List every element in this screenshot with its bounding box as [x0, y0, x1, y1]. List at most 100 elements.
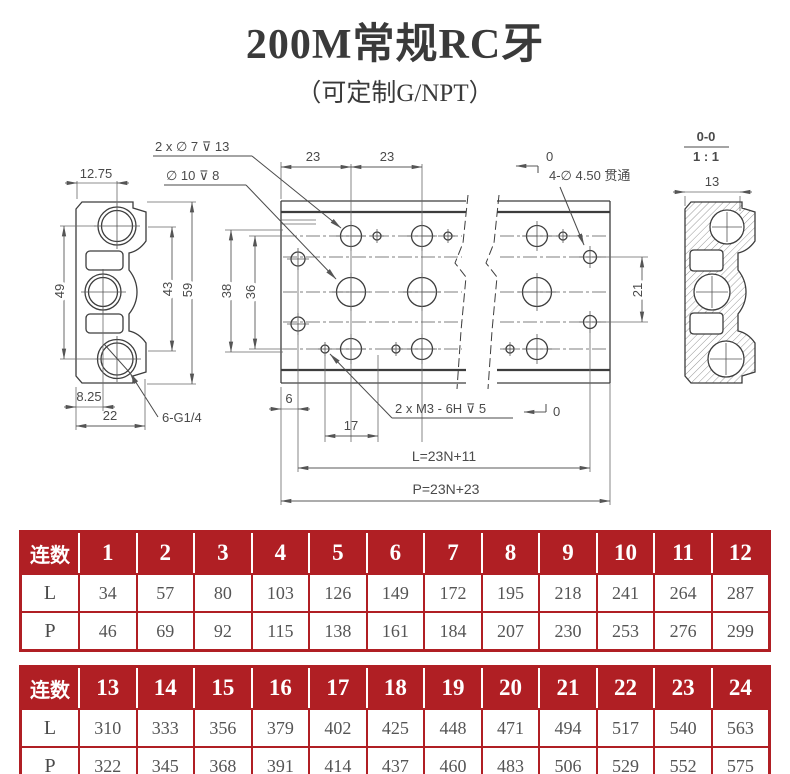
cell-value: 92 — [193, 611, 253, 652]
column-header: 12 — [710, 531, 771, 575]
dim-L-formula: L=23N+11 — [412, 448, 477, 464]
column-header: 2 — [135, 531, 196, 575]
technical-drawing: 12.75 49 43 59 8.25 22 6-G1/4 — [49, 129, 756, 505]
dim-13: 13 — [705, 174, 719, 189]
cell-value: 126 — [308, 573, 368, 613]
cell-value: 448 — [423, 708, 483, 748]
callout-through-hole: 4-∅ 4.50 贯通 — [549, 168, 630, 183]
column-header: 19 — [423, 666, 483, 710]
left-side-view — [75, 201, 159, 418]
column-header: 4 — [250, 531, 311, 575]
section-mark-top: 0 — [546, 149, 553, 164]
column-header: 21 — [538, 666, 598, 710]
row-label: P — [19, 746, 80, 774]
cell-value: 540 — [653, 708, 713, 748]
cell-value: 356 — [193, 708, 253, 748]
cell-value: 161 — [365, 611, 426, 652]
dim-21: 21 — [630, 283, 645, 297]
page-subtitle: （可定制G/NPT） — [296, 80, 494, 107]
section-view: 0-0 1 : 1 13 — [673, 129, 756, 384]
cell-value: 34 — [78, 573, 138, 613]
column-header: 22 — [595, 666, 656, 710]
cell-value: 471 — [480, 708, 541, 748]
plan-view-holes — [290, 224, 598, 361]
table-corner-header: 连数 — [19, 531, 80, 575]
cell-value: 345 — [135, 746, 196, 774]
column-header: 7 — [423, 531, 483, 575]
cell-value: 115 — [250, 611, 311, 652]
callout-m3-thread: 2 x M3 - 6H ⊽ 5 — [395, 401, 486, 416]
column-header: 8 — [480, 531, 541, 575]
cell-value: 253 — [595, 611, 656, 652]
cell-value: 80 — [193, 573, 253, 613]
column-header: 17 — [308, 666, 368, 710]
section-mark-bottom: 0 — [553, 404, 560, 419]
column-header: 10 — [595, 531, 656, 575]
column-header: 3 — [193, 531, 253, 575]
column-header: 9 — [538, 531, 598, 575]
cell-value: 276 — [653, 611, 713, 652]
cell-value: 483 — [480, 746, 541, 774]
column-header: 13 — [78, 666, 138, 710]
cell-value: 506 — [538, 746, 598, 774]
cell-value: 517 — [595, 708, 656, 748]
column-header: 20 — [480, 666, 541, 710]
cell-value: 103 — [250, 573, 311, 613]
row-label: P — [19, 611, 80, 652]
dim-38: 38 — [219, 284, 234, 298]
column-header: 6 — [365, 531, 426, 575]
dim-P-formula: P=23N+23 — [413, 481, 480, 497]
callout-port-d10: ∅ 10 ⊽ 8 — [166, 168, 219, 183]
cell-value: 195 — [480, 573, 541, 613]
dim-43: 43 — [160, 282, 175, 296]
dim-23-b: 23 — [380, 149, 394, 164]
cell-value: 460 — [423, 746, 483, 774]
dim-22: 22 — [103, 408, 117, 423]
cell-value: 57 — [135, 573, 196, 613]
cell-value: 172 — [423, 573, 483, 613]
dim-49: 49 — [52, 284, 67, 298]
dim-36: 36 — [243, 285, 258, 299]
column-header: 1 — [78, 531, 138, 575]
cell-value: 575 — [710, 746, 771, 774]
cell-value: 287 — [710, 573, 771, 613]
plan-view-dimensions: 23 23 38 36 21 6 17 L=23N+11 P=23N+23 — [216, 149, 648, 505]
dim-17: 17 — [344, 418, 358, 433]
cell-value: 563 — [710, 708, 771, 748]
page-title: 200M常规RC牙 — [245, 22, 545, 68]
column-header: 24 — [710, 666, 771, 710]
row-label: L — [19, 708, 80, 748]
column-header: 18 — [365, 666, 426, 710]
cell-value: 264 — [653, 573, 713, 613]
cell-value: 494 — [538, 708, 598, 748]
cell-value: 322 — [78, 746, 138, 774]
dim-59: 59 — [180, 283, 195, 297]
column-header: 5 — [308, 531, 368, 575]
cell-value: 149 — [365, 573, 426, 613]
dim-6: 6 — [285, 391, 292, 406]
cell-value: 425 — [365, 708, 426, 748]
table-corner-header: 连数 — [19, 666, 80, 710]
cell-value: 241 — [595, 573, 656, 613]
cell-value: 310 — [78, 708, 138, 748]
column-header: 23 — [653, 666, 713, 710]
cell-value: 391 — [250, 746, 311, 774]
cell-value: 184 — [423, 611, 483, 652]
left-view-dimensions: 12.75 49 43 59 8.25 22 6-G1/4 — [49, 166, 202, 430]
cell-value: 46 — [78, 611, 138, 652]
cell-value: 414 — [308, 746, 368, 774]
cell-value: 529 — [595, 746, 656, 774]
row-label: L — [19, 573, 80, 613]
cell-value: 379 — [250, 708, 311, 748]
dim-8-25: 8.25 — [76, 389, 101, 404]
